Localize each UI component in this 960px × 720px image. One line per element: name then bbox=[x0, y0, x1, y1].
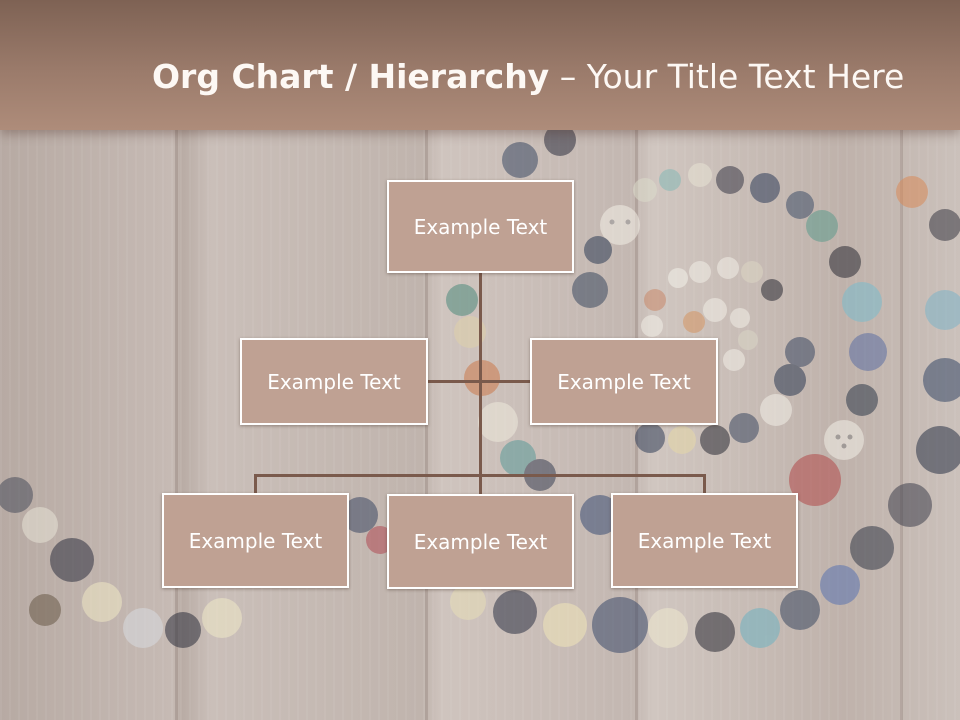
wood-plank-seam bbox=[425, 130, 428, 720]
title-light-part: Your Title Text Here bbox=[586, 57, 905, 96]
org-node-assistant-left[interactable]: Example Text bbox=[240, 338, 428, 425]
wood-plank-seam bbox=[900, 130, 903, 720]
org-node-root[interactable]: Example Text bbox=[387, 180, 574, 273]
title-bold-part: Org Chart / Hierarchy bbox=[152, 57, 550, 96]
connector-child-left bbox=[254, 474, 257, 496]
title-banner bbox=[0, 0, 960, 130]
slide-title: Org Chart / Hierarchy – Your Title Text … bbox=[152, 52, 904, 102]
org-node-child-left[interactable]: Example Text bbox=[162, 493, 349, 588]
title-separator: – bbox=[549, 57, 587, 96]
wood-plank-seam bbox=[175, 130, 178, 720]
org-node-assistant-right[interactable]: Example Text bbox=[530, 338, 718, 425]
connector-assistants bbox=[427, 380, 531, 383]
connector-child-center bbox=[479, 474, 482, 496]
org-node-child-center[interactable]: Example Text bbox=[387, 494, 574, 589]
org-node-child-right[interactable]: Example Text bbox=[611, 493, 798, 588]
wood-plank-seam bbox=[635, 130, 638, 720]
connector-child-right bbox=[703, 474, 706, 496]
